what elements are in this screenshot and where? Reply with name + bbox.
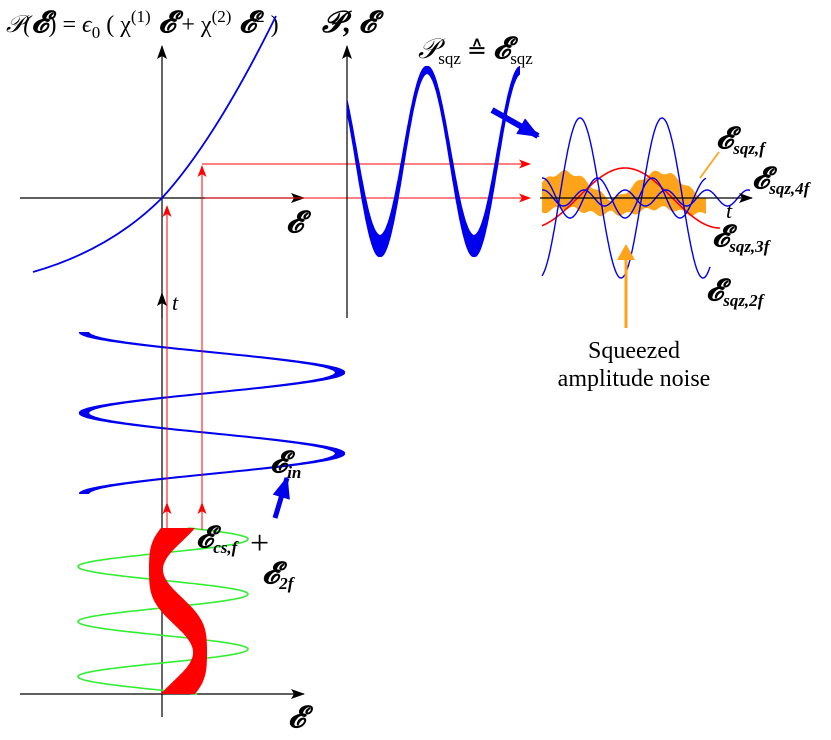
coherent-state-band (149, 528, 207, 694)
field-axis-label: 𝓔 (286, 206, 312, 239)
label-sqz-f: 𝓔sqz,f (716, 122, 767, 158)
sqz-f-curve (541, 167, 720, 229)
formula-chi2-sup: (2) (212, 7, 232, 26)
formula-P: 𝒫( (6, 12, 33, 38)
second-harmonic-label: 𝓔2f (262, 557, 296, 593)
squeezed-noise-label-line2: amplitude noise (558, 366, 711, 392)
formula-equals: ) = (49, 12, 83, 38)
output-axis-label: 𝒫, 𝓔 (321, 6, 385, 39)
output-polarization-wave (347, 65, 520, 258)
second-harmonic-wave (77, 527, 249, 695)
sqz-4f-curve (541, 189, 751, 207)
nonlinear-polarization-formula: 𝒫(𝓔) = ϵ0 ( χ(1) 𝓔 + χ(2) 𝓔2 ) (6, 6, 279, 42)
label-sqz-f-leader (699, 151, 720, 179)
formula-plus-chi: + χ (175, 12, 212, 38)
input-pointer-arrow (272, 476, 290, 519)
plus-sign: + (250, 525, 269, 562)
label-sqz-2f: 𝓔sqz,2f (706, 274, 766, 310)
output-polarization-band (347, 65, 520, 258)
coherent-state-fill (149, 528, 207, 694)
nonlinear-response-curve (32, 15, 277, 273)
formula-E2-sup: 2 (256, 7, 265, 26)
bottom-field-axis-label: 𝓔 (288, 701, 314, 734)
formula-epsilon: ϵ (82, 12, 93, 38)
sqz-3f-curve (542, 177, 707, 219)
formula-open: ( χ (100, 12, 131, 38)
second-harmonic-line (77, 527, 249, 695)
input-field-band (78, 332, 346, 494)
formula-chi1-sup: (1) (131, 7, 151, 26)
squeezed-noise-band (542, 170, 706, 217)
output-pointer-arrow (490, 107, 540, 139)
squeezed-noise-label-line1: Squeezed (588, 338, 680, 364)
formula-epsilon-sub: 0 (92, 23, 101, 42)
input-field-wave (78, 332, 346, 494)
time-axis-label: t (172, 290, 179, 315)
coherent-state-label: 𝓔cs,f (196, 521, 240, 557)
input-field-label: 𝓔in (270, 446, 301, 482)
label-sqz-4f: 𝓔sqz,4f (752, 162, 812, 198)
right-time-axis-label: t (726, 198, 733, 223)
label-sqz-3f: 𝓔sqz,3f (712, 220, 772, 256)
squeezed-polarization-title: 𝒫sqz ≙ 𝓔sqz (418, 32, 533, 68)
